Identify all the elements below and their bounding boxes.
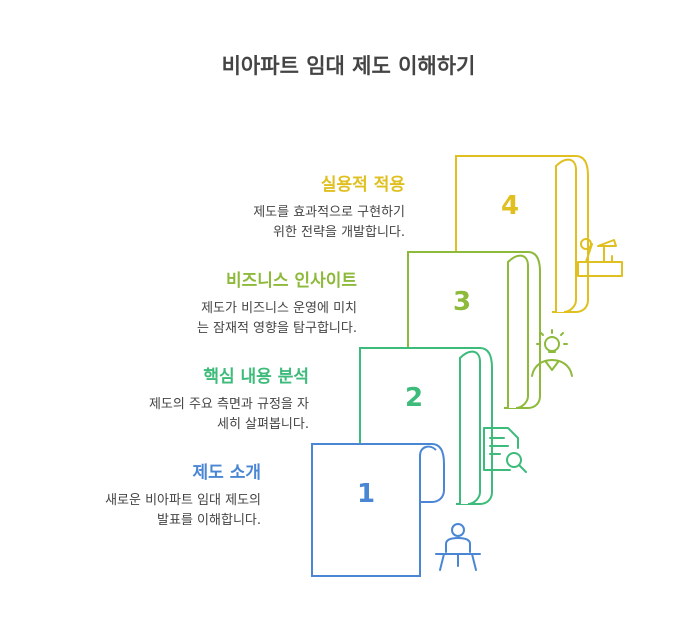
speaker-podium-icon bbox=[435, 523, 481, 571]
step-4-number: 4 bbox=[501, 191, 519, 221]
step-2-heading: 핵심 내용 분석 bbox=[203, 367, 309, 387]
step-3-heading: 비즈니스 인사이트 bbox=[225, 271, 357, 291]
step-3-description-line-2: 는 잠재적 영향을 탐구합니다. bbox=[196, 321, 357, 336]
step-4-heading: 실용적 적용 bbox=[320, 175, 405, 195]
scroll-3 bbox=[407, 251, 541, 409]
step-4-description: 제도를 효과적으로 구현하기 위한 전략을 개발합니다. bbox=[253, 203, 405, 243]
diagram-title: 비아파트 임대 제도 이해하기 bbox=[221, 54, 476, 78]
step-2-description-line-1: 제도의 주요 측면과 규정을 자 bbox=[148, 397, 309, 412]
lightbulb-person-icon bbox=[531, 329, 573, 377]
step-1-heading: 제도 소개 bbox=[192, 463, 261, 483]
step-1-description: 새로운 비아파트 임대 제도의 발표를 이해합니다. bbox=[105, 491, 261, 531]
step-2-description: 제도의 주요 측면과 규정을 자 세히 살펴봅니다. bbox=[149, 395, 309, 435]
step-3-number: 3 bbox=[453, 287, 471, 317]
toolbox-icon bbox=[577, 238, 623, 277]
step-1-number: 1 bbox=[357, 479, 375, 509]
document-search-icon bbox=[483, 427, 527, 473]
step-4-description-line-2: 위한 전략을 개발합니다. bbox=[273, 225, 405, 240]
step-2-description-line-2: 세히 살펴봅니다. bbox=[217, 417, 309, 432]
step-3-description: 제도가 비즈니스 운영에 미치 는 잠재적 영향을 탐구합니다. bbox=[197, 299, 357, 339]
scroll-1 bbox=[311, 443, 445, 577]
scroll-2 bbox=[359, 347, 493, 505]
scroll-4 bbox=[455, 155, 589, 313]
step-1-description-line-1: 새로운 비아파트 임대 제도의 bbox=[105, 493, 261, 508]
step-4-description-line-1: 제도를 효과적으로 구현하기 bbox=[253, 205, 405, 220]
step-1-description-line-2: 발표를 이해합니다. bbox=[157, 513, 261, 528]
step-2-number: 2 bbox=[405, 383, 423, 413]
step-3-description-line-1: 제도가 비즈니스 운영에 미치 bbox=[201, 301, 357, 316]
